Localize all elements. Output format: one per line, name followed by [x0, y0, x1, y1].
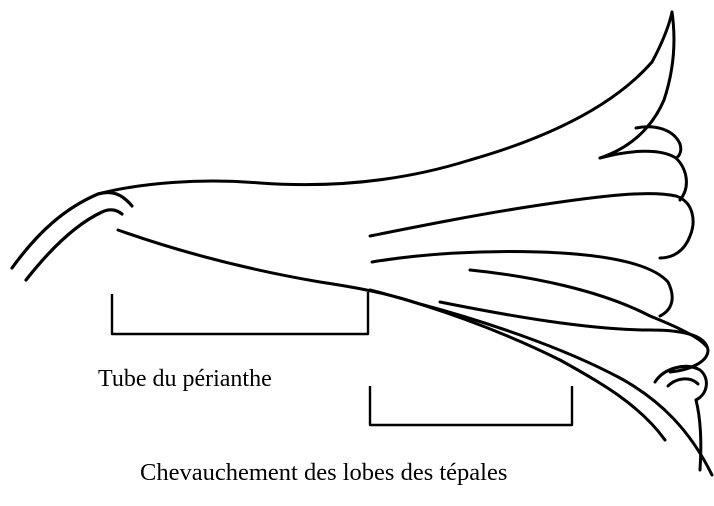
label-perianth-tube: Tube du périanthe	[98, 367, 272, 391]
tepal-lobes	[370, 127, 708, 372]
perianth-tube	[98, 12, 712, 475]
label-tepal-overlap: Chevauchement des lobes des tépales	[140, 461, 507, 486]
pedicel	[12, 193, 132, 281]
upper-tepal	[600, 12, 674, 158]
bract	[655, 366, 706, 470]
bracket-overlap	[370, 386, 572, 425]
bracket-tube	[112, 292, 368, 334]
